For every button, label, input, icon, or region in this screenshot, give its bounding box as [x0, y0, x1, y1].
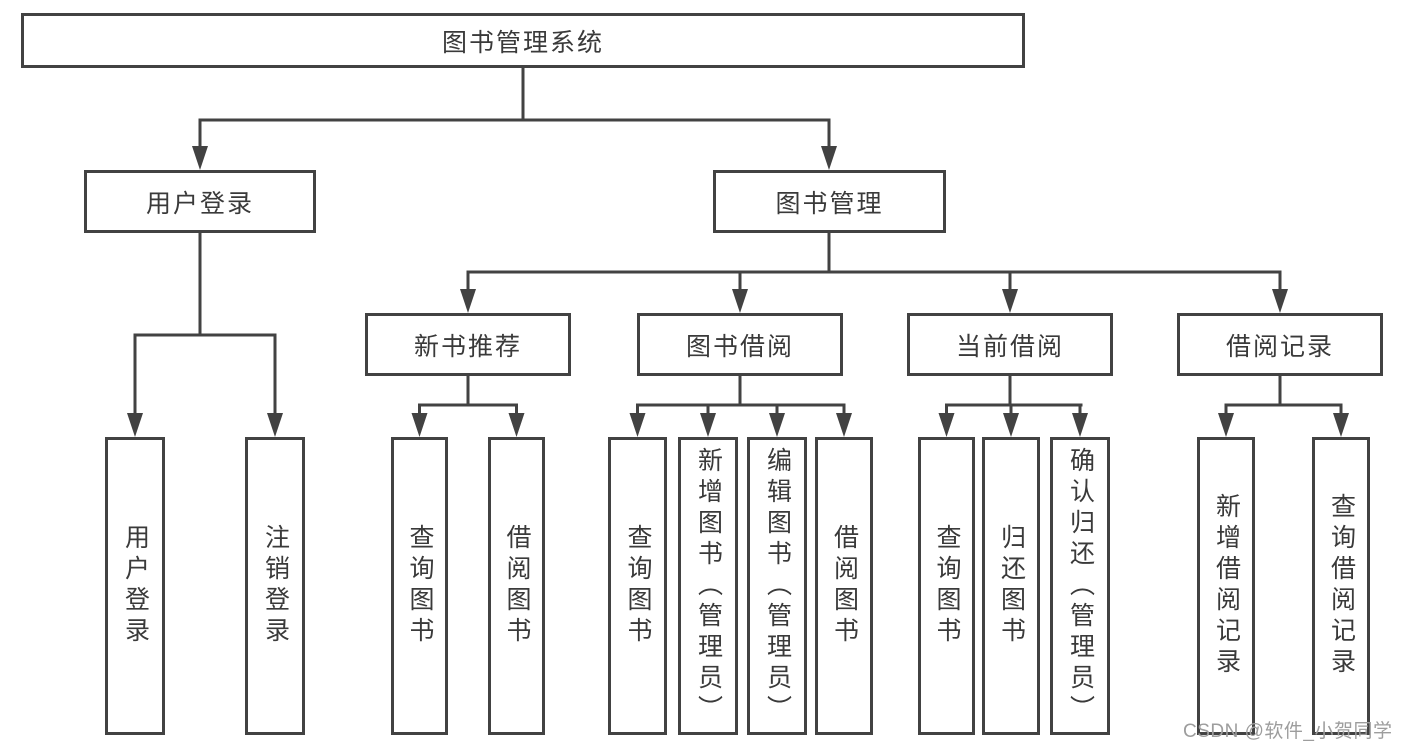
connector-records-to-leaves: [1224, 376, 1343, 417]
leaf-query-borrow-record: 查询借阅记录: [1312, 437, 1370, 735]
arrowhead: [1333, 413, 1349, 437]
arrowhead: [629, 413, 646, 437]
node-user-login: 用户登录: [84, 170, 316, 233]
leaf-user-login: 用户登录: [105, 437, 165, 735]
leaf-add-books-admin: 新增图书（管理员）: [678, 437, 738, 735]
arrowhead: [1002, 289, 1018, 313]
leaf-query-books-current: 查询图书: [918, 437, 975, 735]
arrowhead: [938, 413, 955, 437]
leaf-borrow-books: 借阅图书: [815, 437, 873, 735]
node-new-book-recommend: 新书推荐: [365, 313, 571, 376]
arrowheads-borrow: [629, 413, 852, 437]
connector-root-to-level2: [198, 68, 831, 150]
node-book-management: 图书管理: [713, 170, 946, 233]
arrowhead: [836, 413, 852, 437]
arrowhead: [1218, 413, 1234, 437]
connector-bookmgmt-to-level3: [466, 233, 1282, 293]
connector-current-to-leaves: [945, 376, 1083, 417]
arrowhead: [1272, 289, 1288, 313]
node-library-system: 图书管理系统: [21, 13, 1025, 68]
arrowhead: [1003, 413, 1019, 437]
node-book-borrow: 图书借阅: [637, 313, 843, 376]
arrowhead: [821, 146, 837, 170]
leaf-add-borrow-record: 新增借阅记录: [1197, 437, 1255, 735]
connector-borrow-to-leaves: [636, 376, 846, 417]
arrowheads-root-to-level2: [192, 146, 837, 170]
arrowhead: [732, 289, 748, 313]
arrowhead: [267, 413, 283, 437]
node-current-borrow: 当前借阅: [907, 313, 1113, 376]
leaf-edit-books-admin: 编辑图书（管理员）: [747, 437, 807, 735]
arrowheads-userlogin: [127, 413, 283, 437]
connector-newrec-to-leaves: [418, 376, 518, 417]
connector-userlogin-to-leaves: [133, 233, 277, 417]
arrowheads-current: [938, 413, 1088, 437]
arrowheads-records: [1218, 413, 1349, 437]
arrowhead: [769, 413, 785, 437]
arrowhead: [411, 413, 428, 437]
arrowheads-newrec: [411, 413, 525, 437]
leaf-query-books-borrow: 查询图书: [608, 437, 667, 735]
leaf-logout-login: 注销登录: [245, 437, 305, 735]
arrowhead: [508, 413, 525, 437]
arrowheads-level3: [460, 289, 1288, 313]
node-borrow-records: 借阅记录: [1177, 313, 1383, 376]
arrowhead: [460, 289, 476, 313]
arrowhead: [127, 413, 143, 437]
leaf-confirm-return-admin: 确认归还（管理员）: [1050, 437, 1110, 735]
arrowhead: [192, 146, 208, 170]
leaf-borrow-books-newrec: 借阅图书: [488, 437, 545, 735]
arrowhead: [1072, 413, 1088, 437]
leaf-query-books-newrec: 查询图书: [391, 437, 448, 735]
leaf-return-books: 归还图书: [982, 437, 1040, 735]
arrowhead: [700, 413, 716, 437]
csdn-watermark: CSDN @软件_小贺同学: [1183, 721, 1393, 742]
